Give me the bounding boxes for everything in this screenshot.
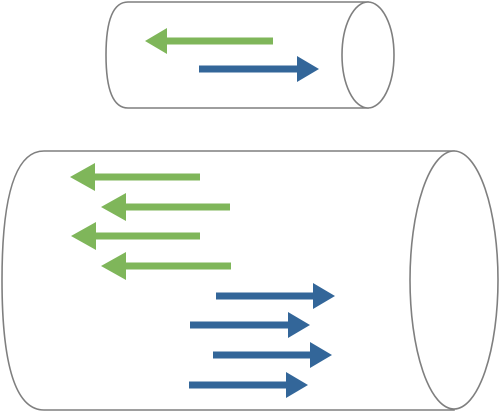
small-cylinder-body	[105, 1, 369, 109]
blue-arrow-right-1	[199, 56, 319, 82]
green-arrow-left-3	[71, 222, 200, 250]
green-arrow-left-4	[101, 252, 231, 280]
green-arrow-left-1	[145, 28, 273, 54]
small-cylinder	[105, 1, 395, 109]
blue-arrow-right-1	[216, 283, 335, 309]
blue-arrow-right-3	[213, 342, 332, 368]
green-arrow-left-2	[101, 193, 230, 221]
blue-arrow-right-2	[190, 312, 310, 338]
large-green-arrows	[70, 163, 231, 280]
blue-arrow-right-4	[189, 372, 308, 398]
small-green-arrows	[145, 28, 273, 54]
large-cylinder-body	[1, 150, 455, 411]
large-blue-arrows	[189, 283, 335, 398]
large-cylinder	[1, 150, 499, 411]
green-arrow-left-1	[70, 163, 200, 191]
large-cylinder-end-cap	[409, 150, 499, 410]
small-cylinder-end-cap	[341, 1, 395, 109]
small-blue-arrows	[199, 56, 319, 82]
